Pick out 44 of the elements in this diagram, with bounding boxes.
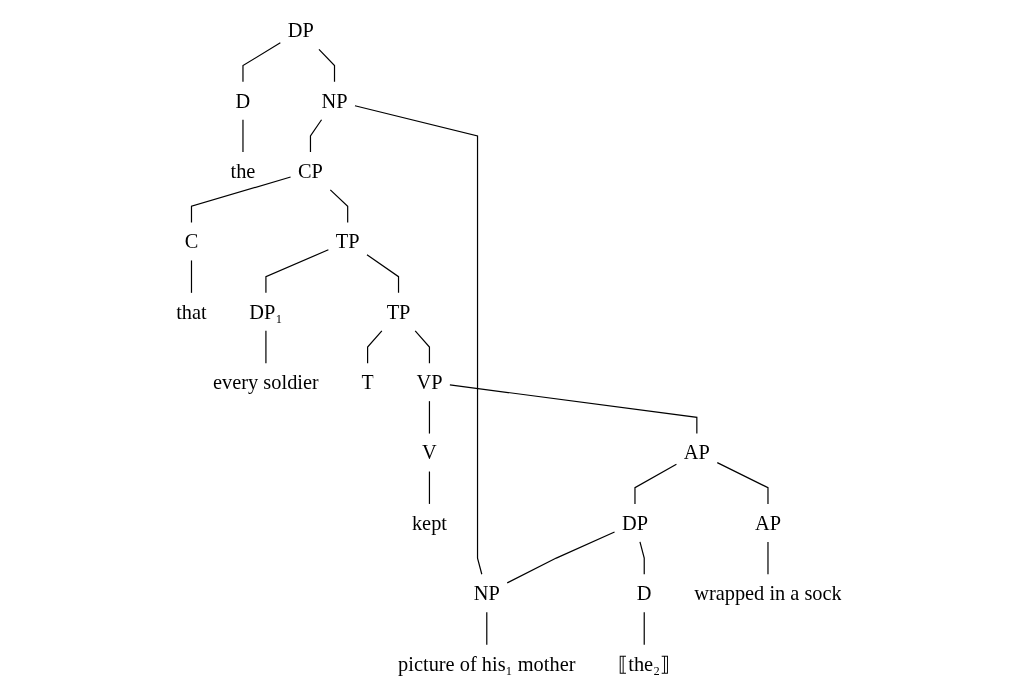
node-text: TP	[335, 229, 360, 254]
connector	[242, 42, 281, 83]
node-text: picture of his₁ mother	[398, 652, 576, 676]
node-text: CP	[298, 159, 323, 183]
connector	[329, 189, 349, 224]
connector	[428, 470, 431, 505]
connector	[428, 400, 431, 435]
connector	[414, 330, 431, 364]
connector	[506, 531, 616, 584]
connector	[639, 541, 645, 575]
node-text: AP	[683, 440, 710, 465]
connector	[449, 384, 698, 435]
connector	[265, 249, 329, 294]
node-text: ⟦the₂⟧	[618, 652, 671, 676]
node-text: wrapped in a sock	[694, 581, 842, 605]
connector	[265, 330, 267, 364]
node-text: every soldier	[213, 370, 319, 394]
node-text: AP	[754, 511, 781, 535]
node-text: D	[636, 581, 652, 605]
connector	[318, 48, 336, 83]
connector	[354, 105, 483, 575]
connector	[486, 611, 488, 646]
connector	[634, 463, 677, 505]
connector	[190, 259, 193, 294]
node-text: V	[422, 440, 437, 465]
node-text: T	[361, 370, 374, 394]
node-text: NP	[321, 89, 348, 113]
node-text: TP	[386, 300, 411, 324]
connector	[643, 611, 645, 646]
node-text: kept	[411, 511, 447, 535]
connector	[716, 462, 769, 505]
node-text: DP₁	[249, 300, 283, 324]
connector	[367, 330, 383, 364]
node-text: DP	[621, 511, 648, 535]
connector	[366, 254, 400, 294]
connector	[190, 176, 292, 224]
node-text: DP	[287, 18, 314, 42]
node-text: NP	[473, 581, 500, 605]
node-text: D	[235, 89, 251, 113]
node-text: the	[230, 159, 256, 183]
node-text: C	[184, 229, 199, 254]
node-text: VP	[416, 370, 443, 394]
node-text: that	[176, 300, 207, 324]
connector	[309, 119, 323, 153]
